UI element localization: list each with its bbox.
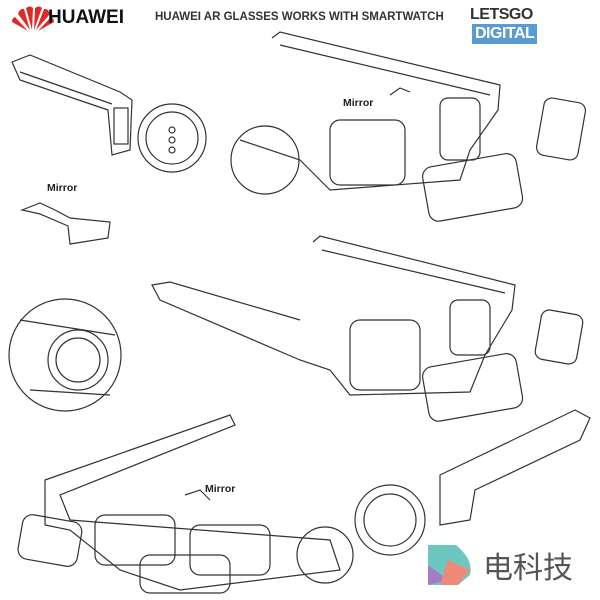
mirror-label-left: Mirror [47,182,78,194]
temple-arm-bottom-right [439,409,591,526]
watermark-text: 电科技 [483,552,573,585]
logo-text-letsgo: LETSGO [470,6,533,23]
lens-pieces-top [422,97,587,222]
lens-pieces-middle [422,309,584,422]
smartwatch-bottom [354,484,426,556]
glasses-top [230,31,501,195]
mirror-label-top: Mirror [343,97,374,109]
glasses-middle [151,235,516,396]
huawei-brand: HUAWEI [48,7,124,28]
glasses-bottom [17,414,354,594]
temple-arm-top-left [11,54,133,156]
page-title: HUAWEI AR GLASSES WORKS WITH SMARTWATCH [155,11,444,23]
letsgo-digital-logo: LETSGODIGITAL [470,6,600,44]
mirror-label-bottom: Mirror [205,483,236,495]
logo-text-digital: DIGITAL [472,24,538,44]
mirror-part-left [19,202,111,245]
smartwatch-top [137,103,207,173]
huawei-logo-icon [12,6,54,31]
watch-detail-inset [8,298,122,412]
watermark-logo-icon [428,545,471,585]
